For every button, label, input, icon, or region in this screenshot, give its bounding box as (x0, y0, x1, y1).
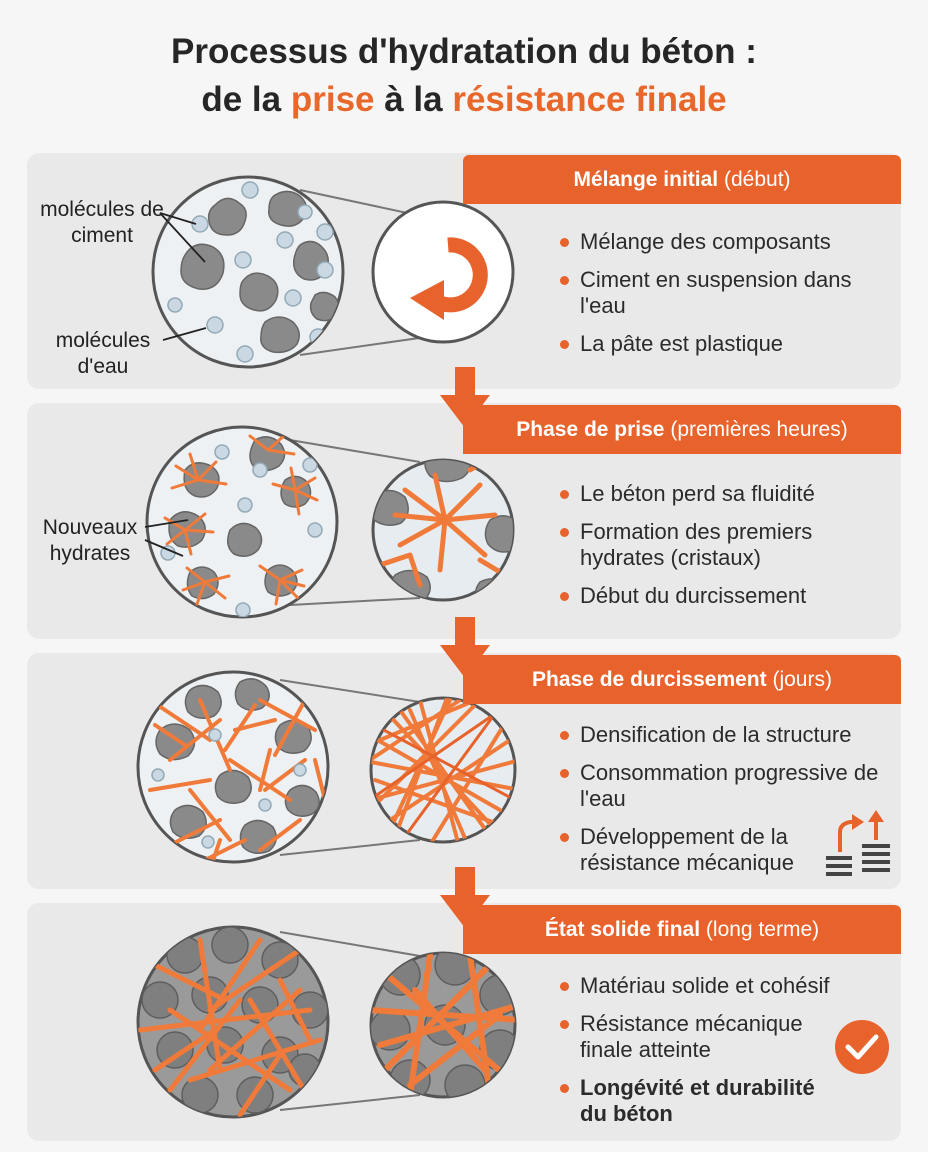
stage1-bullets: Mélange des composants Ciment en suspens… (560, 229, 860, 369)
stage4-subtitle: (long terme) (700, 918, 820, 941)
stage2-subtitle: (premières heures) (664, 418, 848, 441)
stage2-bullets: Le béton perd sa fluidité Formation des … (560, 481, 860, 621)
list-item: Formation des premiers hydrates (cristau… (560, 519, 860, 571)
page-title: Processus d'hydratation du béton : de la… (0, 28, 928, 124)
checkmark-icon (835, 1020, 889, 1074)
list-item: Début du durcissement (560, 583, 860, 609)
stage4-title: État solide final (544, 918, 701, 941)
list-item: Mélange des composants (560, 229, 860, 255)
title-line-1: Processus d'hydratation du béton : (171, 32, 757, 71)
list-item: Ciment en suspension dans l'eau (560, 267, 860, 319)
stage-header-4: État solide final (long terme) (463, 905, 901, 954)
list-item: Densification de la structure (560, 722, 890, 748)
stage2-crystals (163, 432, 319, 606)
stage2-art (144, 425, 515, 619)
stage3-subtitle: (jours) (766, 668, 832, 691)
list-item: Développement de la résistance mécanique (560, 824, 815, 876)
stage3-bullets: Densification de la structure Consommati… (560, 722, 890, 888)
list-item: Résistance mécanique finale atteinte (560, 1011, 835, 1063)
stage4-bullets: Matériau solide et cohésif Résistance mé… (560, 973, 830, 1139)
strength-growth-icon (826, 810, 890, 876)
stage1-particles (167, 181, 340, 363)
label-new-hydrates: Nouveaux hydrates (42, 516, 138, 565)
list-item: Consommation progressive de l'eau (560, 760, 890, 812)
title-line2-mid: à la (374, 80, 453, 119)
stage3-title: Phase de durcissement (532, 668, 767, 691)
title-line-2: de la prise à la résistance finale (0, 76, 928, 124)
list-item: Le béton perd sa fluidité (560, 481, 860, 507)
title-accent-resistance: résistance finale (452, 80, 727, 119)
stage-header-3: Phase de durcissement (jours) (463, 655, 901, 704)
label-water-molecules: molécules d'eau (55, 329, 151, 378)
list-item: La pâte est plastique (560, 331, 860, 357)
label-cement-molecules: molécules de ciment (40, 198, 164, 247)
list-item: Longévité et durabilité du béton (560, 1075, 835, 1127)
stage1-art (151, 175, 515, 369)
circular-arrow-icon (410, 237, 488, 320)
stage-header-1: Mélange initial (début) (463, 155, 901, 204)
stage1-subtitle: (début) (718, 168, 791, 191)
list-item: Matériau solide et cohésif (560, 973, 830, 999)
stage2-title: Phase de prise (516, 418, 665, 441)
title-line2-pre: de la (201, 80, 291, 119)
stage1-title: Mélange initial (573, 168, 719, 191)
title-accent-prise: prise (290, 80, 375, 119)
stage-header-2: Phase de prise (premières heures) (463, 405, 901, 454)
stage3-art (136, 670, 890, 876)
